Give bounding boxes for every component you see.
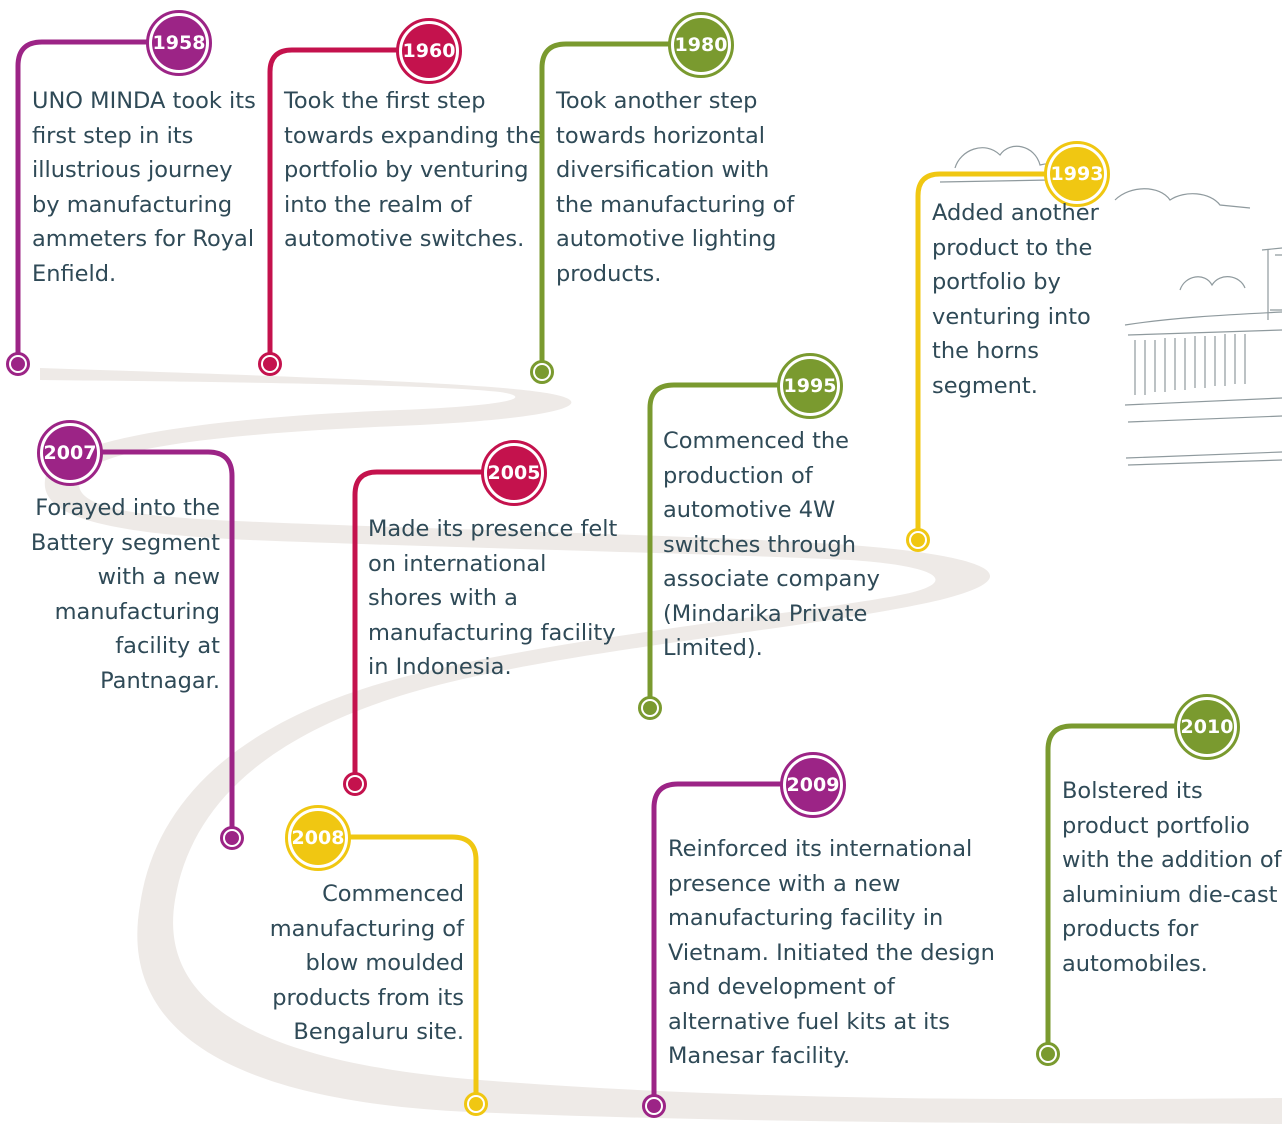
wall-top	[1127, 329, 1282, 336]
year-badge-1958: 1958	[146, 10, 212, 76]
milestone-text-1960: Took the first step towards expanding th…	[284, 88, 544, 252]
year-badge-2008: 2008	[285, 805, 351, 871]
timeline-dot-1995	[638, 696, 662, 720]
year-label: 2010	[1180, 700, 1234, 754]
milestone-text-1993: Added another product to the portfolio b…	[932, 200, 1099, 399]
dot-core	[225, 831, 239, 845]
milestone-text-1995: Commenced the production of automotive 4…	[663, 428, 880, 661]
milestone-text-2009: Reinforced its international presence wi…	[668, 836, 995, 1069]
timeline-dot-2005	[343, 772, 367, 796]
year-label: 2009	[786, 758, 840, 812]
timeline-dot-2010	[1036, 1042, 1060, 1066]
timeline-dot-1960	[258, 352, 282, 376]
year-badge-2010: 2010	[1174, 694, 1240, 760]
dot-core	[469, 1097, 483, 1111]
tower	[1261, 247, 1282, 320]
year-label: 1993	[1050, 147, 1104, 201]
ground-line-2	[1127, 415, 1282, 423]
timeline-dot-1958	[6, 352, 30, 376]
milestone-text-1980: Took another step towards horizontal div…	[556, 88, 795, 287]
milestone-text-2007: Forayed into the Battery segment with a …	[30, 495, 220, 694]
year-badge-1993: 1993	[1044, 141, 1110, 207]
timeline-dot-1993	[906, 528, 930, 552]
timeline-dot-2009	[642, 1094, 666, 1118]
dot-core	[348, 777, 362, 791]
milestone-text-2008: Commenced manufacturing of blow moulded …	[269, 881, 464, 1045]
year-label: 1980	[674, 18, 728, 72]
timeline-dot-2008	[464, 1092, 488, 1116]
dot-core	[263, 357, 277, 371]
ground-line-4	[1127, 459, 1282, 466]
dot-core	[643, 701, 657, 715]
milestone-text-2005: Made its presence felt on international …	[368, 516, 618, 680]
dot-core	[911, 533, 925, 547]
year-label: 2008	[291, 811, 345, 865]
year-badge-1960: 1960	[396, 18, 462, 84]
cloud-outline-1	[939, 145, 1060, 183]
year-label: 2005	[487, 446, 541, 500]
milestone-text-2010: Bolstered its product portfolio with the…	[1062, 778, 1282, 977]
dot-core	[535, 365, 549, 379]
ground-line-3	[1125, 451, 1282, 459]
year-label: 1995	[783, 359, 837, 413]
year-badge-1995: 1995	[777, 353, 843, 419]
year-badge-1980: 1980	[668, 12, 734, 78]
timeline-dot-1980	[530, 360, 554, 384]
year-badge-2007: 2007	[37, 420, 103, 486]
year-badge-2009: 2009	[780, 752, 846, 818]
year-label: 1960	[402, 24, 456, 78]
cloud-outline-3	[1179, 276, 1246, 291]
pillars	[1134, 334, 1246, 395]
dot-core	[1041, 1047, 1055, 1061]
year-label: 2007	[43, 426, 97, 480]
dot-core	[647, 1099, 661, 1113]
dot-core	[11, 357, 25, 371]
roof-line	[1124, 311, 1282, 326]
year-badge-2005: 2005	[481, 440, 547, 506]
year-label: 1958	[152, 16, 206, 70]
road-band	[40, 368, 1282, 1124]
milestone-text-1958: UNO MINDA took its first step in its ill…	[32, 88, 256, 287]
ground-line-1	[1124, 397, 1282, 406]
cloud-outline-2	[1114, 188, 1251, 209]
timeline-dot-2007	[220, 826, 244, 850]
